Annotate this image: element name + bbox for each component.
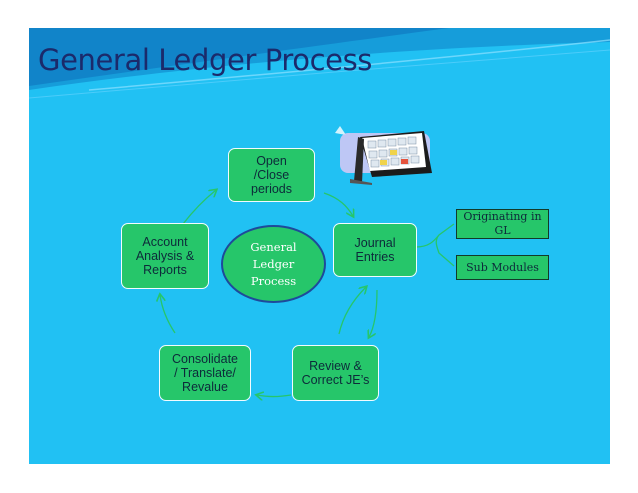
arrow-review-back-to-journal (338, 287, 366, 335)
arrow-journal-to-review (369, 289, 378, 337)
title-swoosh-decoration (29, 28, 610, 99)
journal-source-originating-in-gl: Originating in GL (456, 209, 549, 239)
arrow-open-to-journal (323, 192, 353, 216)
step-consolidate-translate-revalue: Consolidate / Translate/ Revalue (159, 345, 251, 401)
arrow-account-to-open (182, 190, 216, 225)
step-review-correct: Review & Correct JE’s (292, 345, 379, 401)
slide: General Ledger Process Open /Close perio… (29, 28, 610, 464)
arrow-review-to-consolidate (257, 395, 292, 397)
arrow-consolidate-to-account (160, 295, 176, 334)
bracket-connector (415, 223, 455, 267)
step-open-close-periods: Open /Close periods (228, 148, 315, 202)
page-title: General Ledger Process (38, 43, 373, 77)
step-account-analysis-reports: Account Analysis & Reports (121, 223, 209, 289)
desk-calendar-icon (335, 126, 432, 185)
cycle-arrows (29, 28, 455, 464)
step-journal-entries: Journal Entries (333, 223, 417, 277)
journal-source-sub-modules: Sub Modules (456, 255, 549, 280)
center-general-ledger-process: General Ledger Process (221, 225, 326, 303)
